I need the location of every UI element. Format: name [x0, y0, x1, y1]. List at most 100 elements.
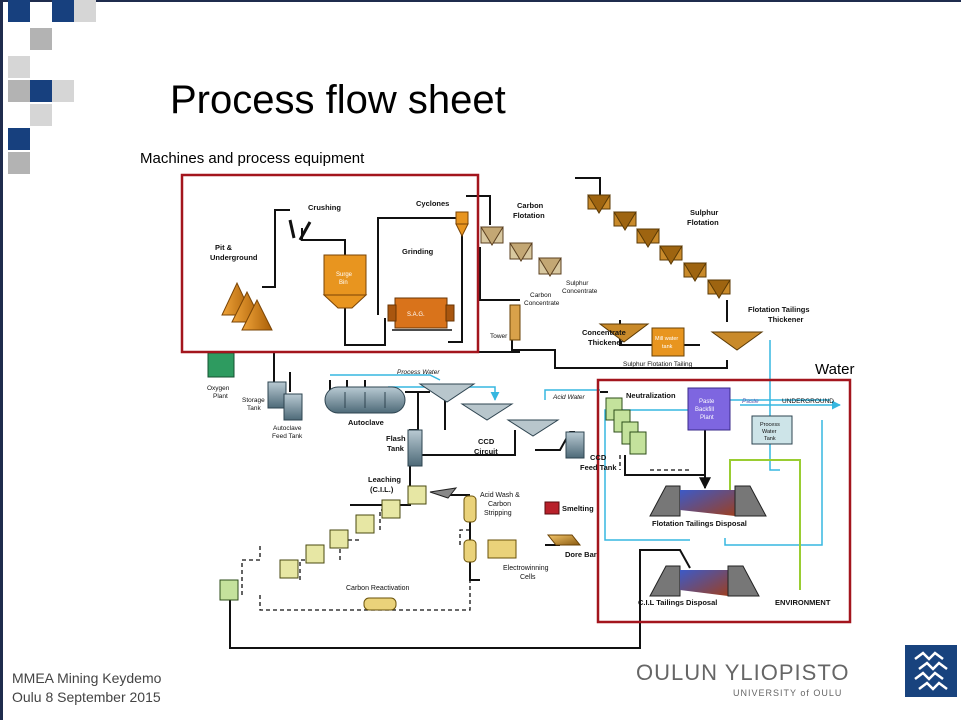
- pit-ore-piles: [221, 281, 273, 331]
- label-crushing: Crushing: [308, 203, 341, 212]
- label-flash-1: Flash: [386, 434, 406, 443]
- concentrate-thickener: [598, 323, 650, 343]
- label-smelting: Smelting: [562, 504, 594, 513]
- neutralization-tanks: [605, 397, 647, 455]
- ccd-thickeners: [418, 383, 560, 437]
- label-ccd-2: Circuit: [474, 447, 498, 456]
- label-carbon-concentrate-2: Concentrate: [524, 300, 560, 307]
- cil-feed-tank: [219, 579, 239, 601]
- label-sulphur-concentrate-2: Concentrate: [562, 288, 598, 295]
- label-sulphur-flotation-tailing: Sulphur Flotation Tailing: [623, 361, 693, 368]
- label-flotation-tailings-2: Thickener: [768, 315, 804, 324]
- label-electrowinning-2: Cells: [520, 574, 536, 581]
- carbon-screen: [429, 487, 458, 499]
- label-leaching-1: Leaching: [368, 475, 401, 484]
- label-cyclones: Cyclones: [416, 199, 449, 208]
- label-underground-right: UNDERGROUND: [782, 398, 834, 405]
- label-pw-tank-3: Tank: [764, 436, 776, 442]
- environment-pipe: [729, 459, 801, 590]
- label-flotation-tailings-disposal: Flotation Tailings Disposal: [652, 519, 747, 528]
- university-sub: UNIVERSITY of OULU: [733, 688, 843, 698]
- label-ccd-feed-1: CCD: [590, 453, 607, 462]
- decor-square: [8, 128, 30, 150]
- label-acid-water: Acid Water: [552, 394, 586, 401]
- label-flash-2: Tank: [387, 444, 405, 453]
- cil-leaching-tanks: [279, 485, 427, 579]
- label-cil-tailings-disposal: C.I.L Tailings Disposal: [638, 598, 717, 607]
- decor-square: [8, 152, 30, 174]
- flash-tank: [407, 429, 423, 467]
- label-underground: Underground: [210, 253, 258, 262]
- storage-tanks: [267, 381, 303, 421]
- label-process-water: Process Water: [397, 369, 440, 376]
- label-autoclave: Autoclave: [348, 418, 384, 427]
- label-ccd-1: CCD: [478, 437, 495, 446]
- label-storage-2: Tank: [247, 405, 261, 412]
- label-oxygen-1: Oxygen: [207, 385, 230, 392]
- carbon-flotation-cells: [480, 226, 562, 277]
- decor-square: [30, 28, 52, 50]
- decor-square: [52, 0, 74, 22]
- decor-square: [30, 80, 52, 102]
- decor-square: [8, 56, 30, 78]
- label-ccd-feed-2: Feed Tank: [580, 463, 617, 472]
- label-neutralization: Neutralization: [626, 391, 676, 400]
- decor-square: [74, 0, 96, 22]
- process-water-tank: [751, 415, 793, 445]
- decor-square: [8, 0, 30, 22]
- stripping-columns: [463, 495, 477, 563]
- flotation-tailings-thickener: [710, 331, 764, 351]
- label-leaching-2: (C.I.L.): [370, 485, 394, 494]
- footer-line2: Oulu 8 September 2015: [12, 689, 161, 705]
- dashed-pipes: [241, 455, 690, 611]
- label-paste-2: Backfill: [695, 407, 714, 413]
- slide-left-border: [0, 0, 3, 720]
- label-carbon-reactivation: Carbon Reactivation: [346, 585, 410, 592]
- label-pw-tank-1: Process: [760, 422, 780, 428]
- smelting-furnace: [544, 501, 560, 515]
- label-acid-wash-3: Stripping: [484, 510, 512, 517]
- label-acid-wash-2: Carbon: [488, 501, 511, 508]
- university-logo-icon: [914, 651, 948, 691]
- label-carbon-flotation-1: Carbon: [517, 201, 544, 210]
- label-autoclave-feed-1: Autoclave: [273, 425, 302, 432]
- label-sulphur-concentrate-1: Sulphur: [566, 280, 589, 287]
- label-pit: Pit &: [215, 243, 233, 252]
- oxygen-plant: [207, 352, 235, 378]
- university-logo: [905, 645, 957, 697]
- label-acid-wash-1: Acid Wash &: [480, 492, 520, 499]
- label-carbon-concentrate-1: Carbon: [530, 292, 552, 299]
- label-surge: Surge: [336, 272, 353, 278]
- label-paste-1: Paste: [699, 399, 715, 405]
- dore-bar-icon: [546, 534, 582, 546]
- surge-bin: [322, 254, 368, 309]
- label-mill-water-1: Mill water: [655, 336, 678, 342]
- label-paste: Paste: [742, 398, 759, 405]
- ccd-feed-tank: [565, 431, 585, 459]
- electrowinning-cells: [487, 539, 517, 559]
- label-sulphur-flotation-2: Flotation: [687, 218, 719, 227]
- label-mill-water-2: tank: [662, 344, 673, 350]
- label-oxygen-2: Plant: [213, 393, 228, 400]
- label-dore-bar: Dore Bar: [565, 550, 597, 559]
- sulphur-flotation-cells: [587, 194, 731, 299]
- label-grinding: Grinding: [402, 247, 434, 256]
- crusher: [288, 219, 312, 241]
- sag-mill: [387, 297, 455, 331]
- label-carbon-flotation-2: Flotation: [513, 211, 545, 220]
- tower: [509, 304, 521, 341]
- label-electrowinning-1: Electrowinning: [503, 565, 549, 572]
- mill-water-tank: [651, 327, 685, 357]
- label-concentrate-thickener-1: Concentrate: [582, 328, 626, 337]
- slide-title: Process flow sheet: [170, 78, 506, 122]
- cyclone: [455, 211, 469, 238]
- label-flotation-tailings-1: Flotation Tailings: [748, 305, 810, 314]
- paste-backfill-plant: [687, 387, 731, 431]
- label-sag: S.A.G.: [407, 312, 425, 318]
- label-concentrate-thickener-2: Thickener: [588, 338, 624, 347]
- autoclave-vessel: [324, 386, 406, 414]
- footer-line1: MMEA Mining Keydemo: [12, 670, 162, 686]
- label-autoclave-feed-2: Feed Tank: [272, 433, 303, 440]
- label-pw-tank-2: Water: [762, 429, 777, 435]
